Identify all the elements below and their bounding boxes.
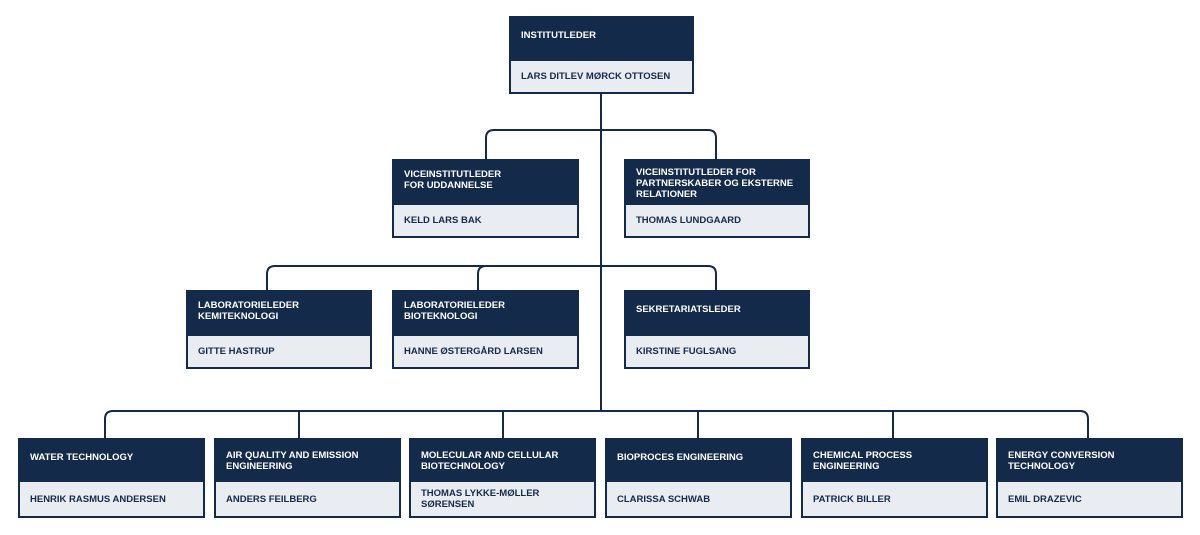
node-manager-secretariat-name: KIRSTINE FUGLSANG	[636, 346, 737, 357]
node-section-water-role: WATER TECHNOLOGY	[20, 440, 203, 482]
node-section-energy-role: ENERGY CONVERSION TECHNOLOGY	[998, 440, 1181, 482]
node-section-chemical: CHEMICAL PROCESS ENGINEERING PATRICK BIL…	[801, 438, 988, 518]
node-section-energy: ENERGY CONVERSION TECHNOLOGY EMIL DRAZEV…	[996, 438, 1183, 518]
node-deputy-partnerships: VICEINSTITUTLEDER FOR PARTNERSKABER OG E…	[624, 159, 810, 238]
node-deputy-education-name: KELD LARS BAK	[404, 215, 482, 226]
node-section-molecular: MOLECULAR AND CELLULAR BIOTECHNOLOGY THO…	[409, 438, 596, 518]
node-manager-secretariat-role: SEKRETARIATSLEDER	[626, 292, 808, 336]
node-head: INSTITUTLEDER LARS DITLEV MØRCK OTTOSEN	[509, 16, 694, 94]
node-section-air-role: AIR QUALITY AND EMISSION ENGINEERING	[216, 440, 399, 482]
node-section-water: WATER TECHNOLOGY HENRIK RASMUS ANDERSEN	[18, 438, 205, 518]
node-section-molecular-name: THOMAS LYKKE-MØLLER SØRENSEN	[421, 488, 540, 510]
node-section-molecular-role: MOLECULAR AND CELLULAR BIOTECHNOLOGY	[411, 440, 594, 482]
node-deputy-education-role: VICEINSTITUTLEDER FOR UDDANNELSE	[394, 161, 577, 205]
node-section-water-name: HENRIK RASMUS ANDERSEN	[30, 493, 166, 505]
node-head-role: INSTITUTLEDER	[511, 18, 692, 61]
node-section-bioprocess-role: BIOPROCES ENGINEERING	[607, 440, 790, 482]
manager-drop-2	[477, 265, 487, 291]
node-head-name: LARS DITLEV MØRCK OTTOSEN	[521, 71, 671, 82]
section-bus	[104, 410, 1089, 439]
node-section-chemical-name: PATRICK BILLER	[813, 493, 891, 505]
node-manager-chemistry: LABORATORIELEDER KEMITEKNOLOGI GITTE HAS…	[186, 290, 372, 369]
node-manager-biotech-role: LABORATORIELEDER BIOTEKNOLOGI	[394, 292, 577, 336]
node-manager-chemistry-name: GITTE HASTRUP	[198, 346, 275, 357]
node-deputy-partnerships-name: THOMAS LUNDGAARD	[636, 215, 742, 226]
node-section-air-name: ANDERS FEILBERG	[226, 493, 317, 505]
node-section-bioprocess-name: CLARISSA SCHWAB	[617, 493, 711, 505]
node-manager-biotech-name: HANNE ØSTERGÅRD LARSEN	[404, 346, 543, 357]
node-manager-secretariat: SEKRETARIATSLEDER KIRSTINE FUGLSANG	[624, 290, 810, 369]
node-manager-biotech: LABORATORIELEDER BIOTEKNOLOGI HANNE ØSTE…	[392, 290, 579, 369]
node-deputy-partnerships-role: VICEINSTITUTLEDER FOR PARTNERSKABER OG E…	[626, 161, 808, 205]
node-section-energy-name: EMIL DRAZEVIC	[1008, 493, 1082, 505]
node-section-chemical-role: CHEMICAL PROCESS ENGINEERING	[803, 440, 986, 482]
node-section-bioprocess: BIOPROCES ENGINEERING CLARISSA SCHWAB	[605, 438, 792, 518]
node-section-air: AIR QUALITY AND EMISSION ENGINEERING AND…	[214, 438, 401, 518]
node-deputy-education: VICEINSTITUTLEDER FOR UDDANNELSE KELD LA…	[392, 159, 579, 238]
manager-bus	[266, 265, 717, 291]
node-manager-chemistry-role: LABORATORIELEDER KEMITEKNOLOGI	[188, 292, 370, 336]
deputy-bus	[485, 129, 717, 160]
